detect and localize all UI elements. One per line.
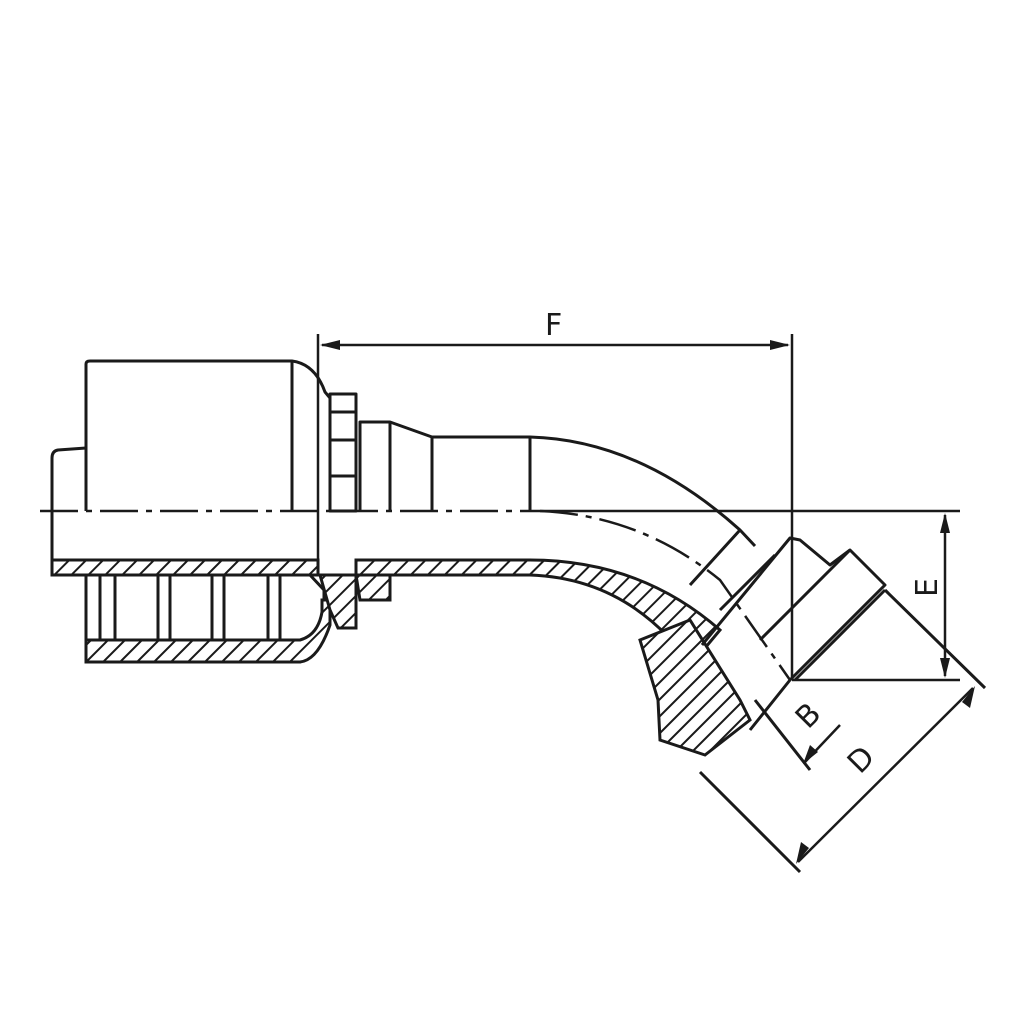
angled-nut: [698, 536, 987, 874]
dimension-f: F: [316, 308, 794, 680]
dimension-label-e: E: [910, 578, 945, 597]
dimension-label-f: F: [545, 308, 562, 343]
stem-body: [354, 420, 777, 757]
dimension-label-b: B: [789, 696, 828, 735]
ferrule: [50, 359, 332, 664]
centerline: [40, 509, 960, 681]
dimension-e: E: [792, 513, 960, 682]
dimension-label-d: D: [841, 740, 882, 781]
hex-nut: [318, 392, 358, 630]
dimension-d: D: [796, 686, 975, 864]
